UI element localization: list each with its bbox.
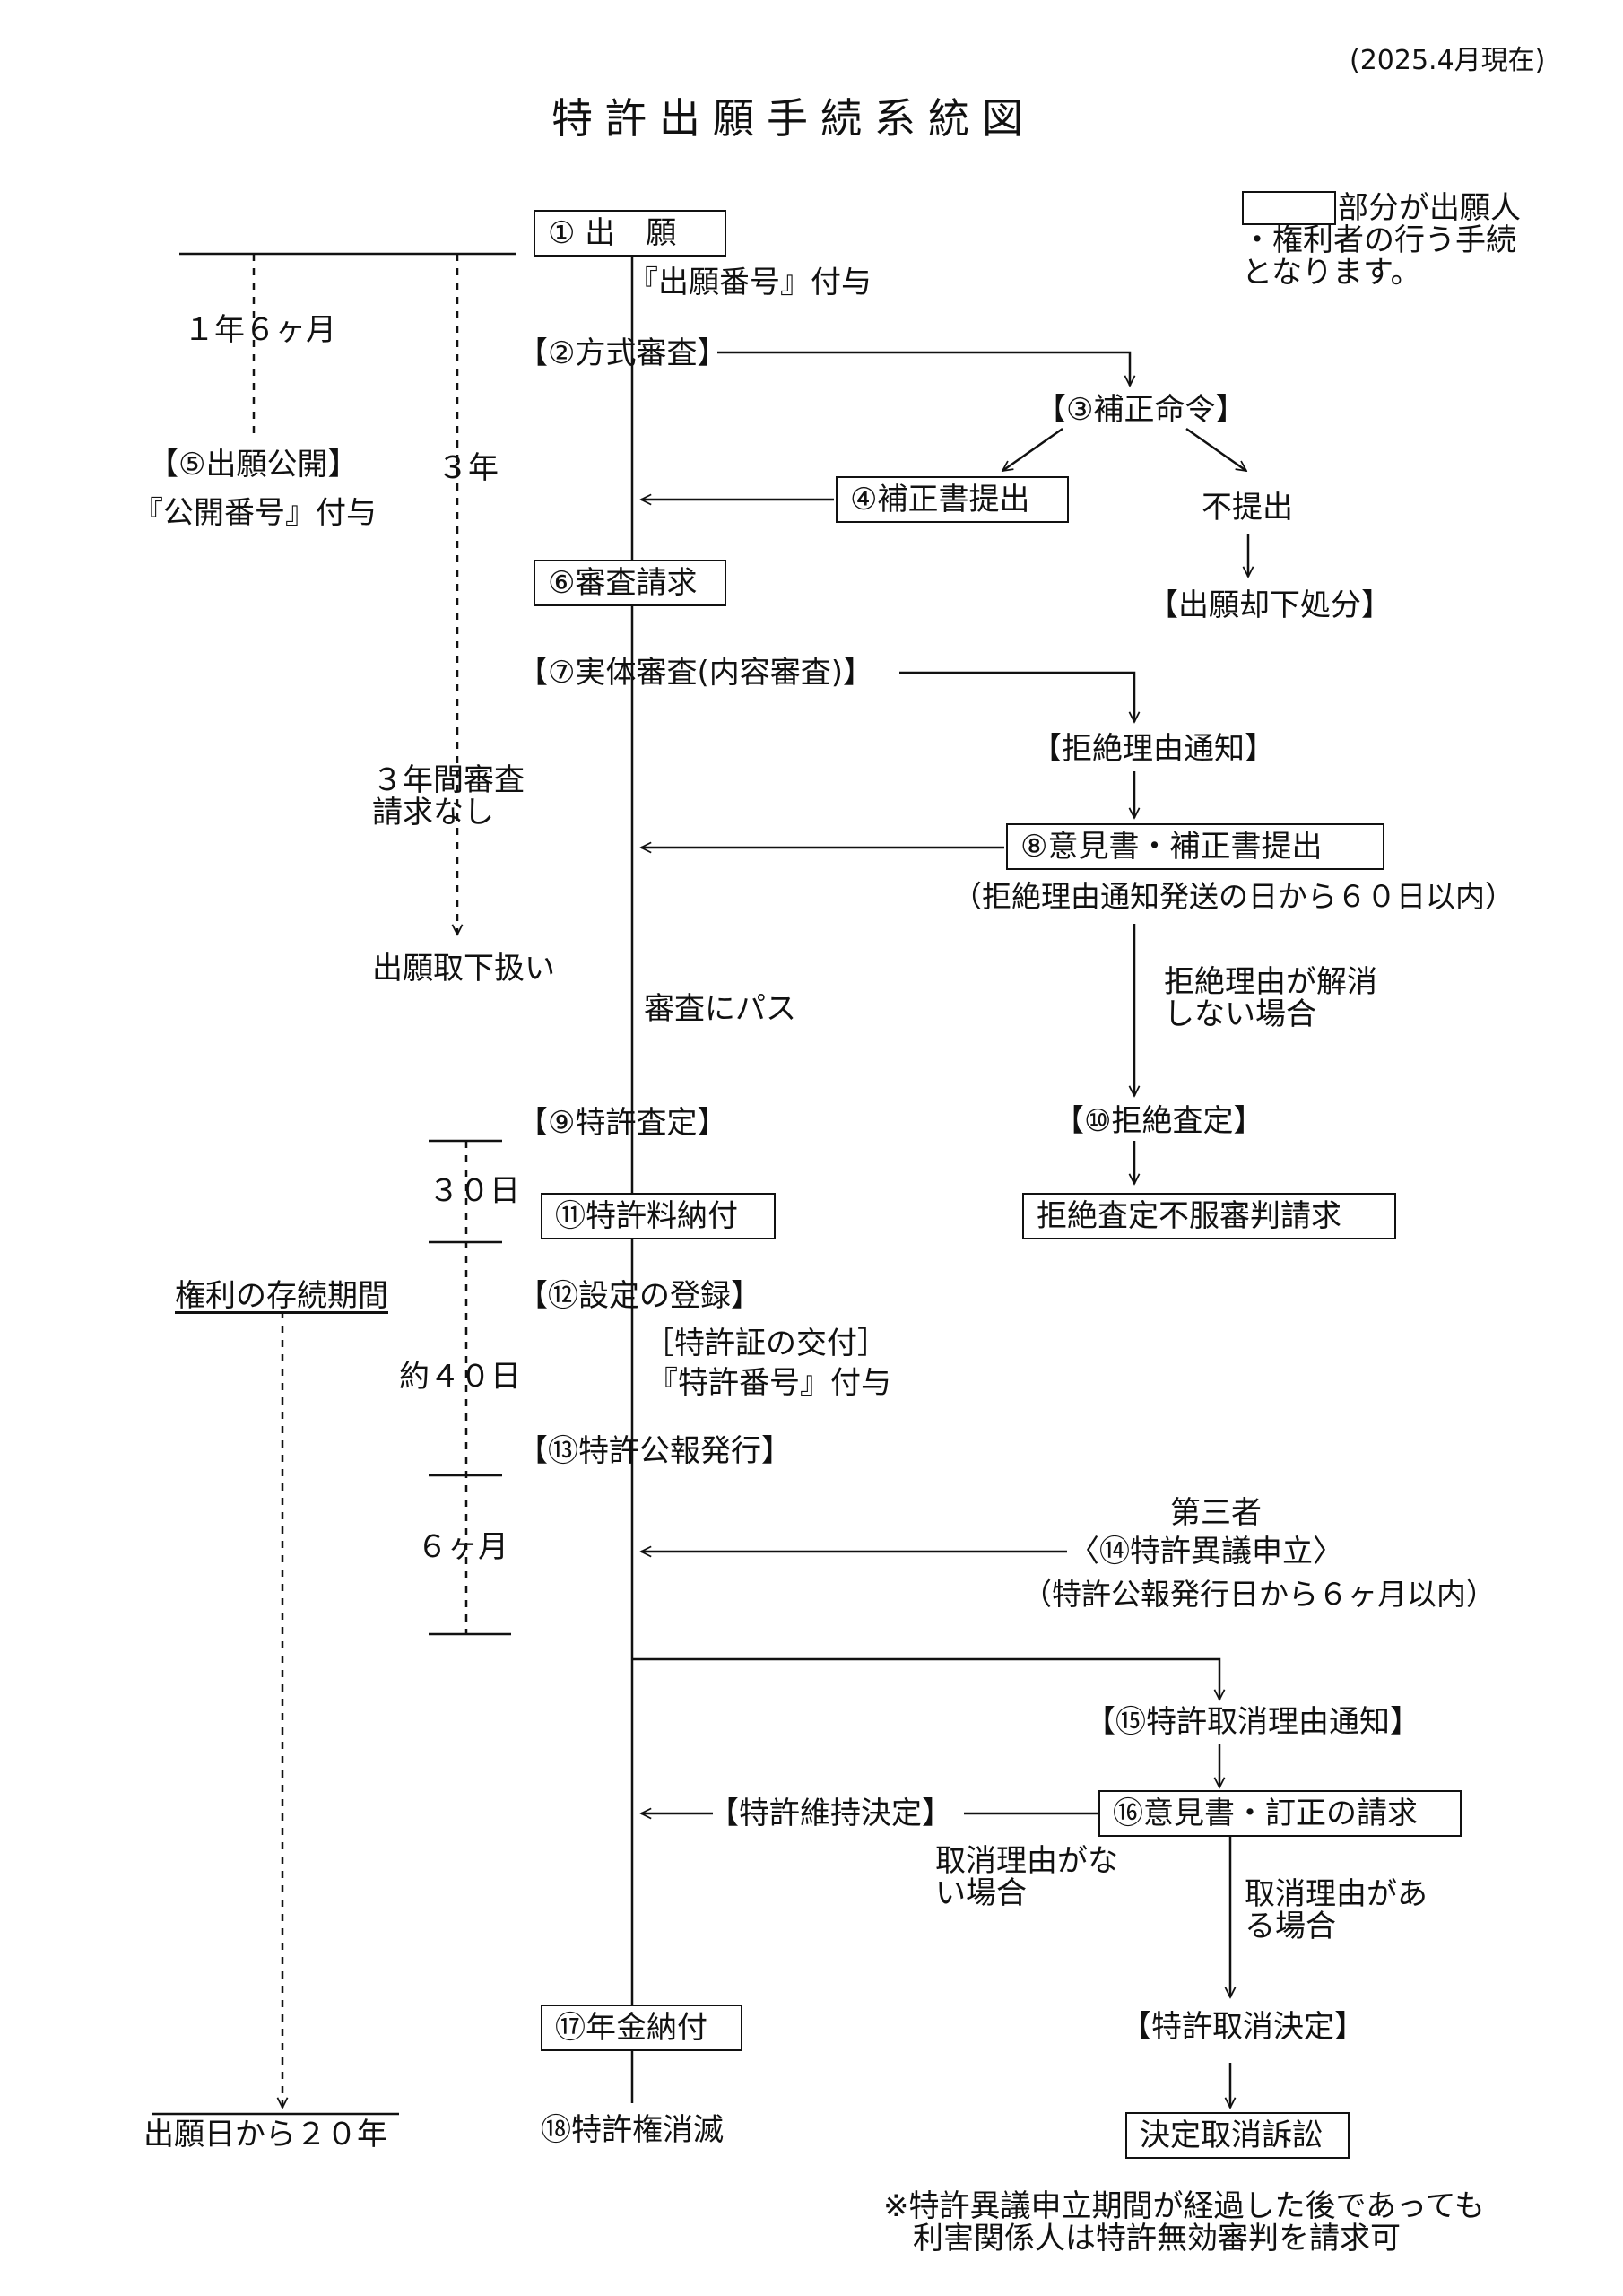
step-11-fee-payment: ⑪特許料納付 xyxy=(541,1193,776,1239)
date-note: (2025.4月現在) xyxy=(1350,45,1546,76)
footnote-1: ※特許異議申立期間が経過した後であっても xyxy=(883,2188,1485,2224)
step-7-substantive-exam: 【⑦実体審査(内容審査)】 xyxy=(517,655,874,691)
step-14-opposition: 〈⑭特許異議申立〉 xyxy=(1069,1534,1343,1570)
legend-box-sample xyxy=(1242,191,1336,225)
step-18-extinction: ⑱特許権消滅 xyxy=(541,2112,724,2148)
period-30d: ３０日 xyxy=(429,1173,520,1209)
withdrawn: 出願取下扱い xyxy=(372,951,555,987)
legend-line-1: 部分が出願人 xyxy=(1338,190,1521,226)
step-4-no-submit: 不提出 xyxy=(1202,490,1293,526)
step-6-exam-request: ⑥審査請求 xyxy=(534,560,726,606)
step-15-revocation-notice: 【⑮特許取消理由通知】 xyxy=(1085,1704,1420,1740)
arrow-s3-s4 xyxy=(1002,427,1063,471)
unresolved-1: 拒絶理由が解消 xyxy=(1164,964,1377,1000)
reason-1: 取消理由があ xyxy=(1245,1876,1428,1912)
arrow-s3-nosubmit xyxy=(1185,427,1246,471)
step-9-grant: 【⑨特許査定】 xyxy=(517,1105,728,1141)
period-3y: ３年 xyxy=(438,450,499,486)
legend-line-2: ・権利者の行う手続 xyxy=(1242,222,1516,258)
arrow-to-s15 xyxy=(632,1657,1219,1700)
step-5-publication: 【⑤出願公開】 xyxy=(148,447,359,483)
arrow-to-s3 xyxy=(717,351,1130,386)
step-5-note: 『公開番号』付与 xyxy=(133,495,377,531)
lawsuit: 決定取消訴訟 xyxy=(1125,2112,1350,2159)
step-2-formal-exam: 【②方式審査】 xyxy=(517,335,728,371)
exam-pass: 審査にパス xyxy=(644,991,796,1027)
step-10-final-rejection: 【⑩拒絶査定】 xyxy=(1054,1103,1264,1139)
step-12-number: 『特許番号』付与 xyxy=(647,1365,891,1401)
step-3-correction-order: 【③補正命令】 xyxy=(1036,392,1246,428)
step-8-note: （拒絶理由通知発送の日から６０日以内） xyxy=(952,879,1515,914)
maintain-decision: 【特許維持決定】 xyxy=(708,1796,952,1831)
step-8-opinion: ⑧意見書・補正書提出 xyxy=(1006,823,1384,870)
step-13-gazette: 【⑬特許公報発行】 xyxy=(517,1433,792,1469)
arrow-to-s7b xyxy=(899,671,1134,722)
end-20-years: 出願日から２０年 xyxy=(143,2117,387,2152)
step-4-rejection: 【出願却下処分】 xyxy=(1148,587,1392,623)
term-of-right: 権利の存続期間 xyxy=(175,1278,388,1314)
step-12-certificate: ［特許証の交付］ xyxy=(644,1326,888,1361)
no-request-1: ３年間審査 xyxy=(372,762,525,798)
period-6m: ６ヶ月 xyxy=(417,1529,508,1565)
no-reason-1: 取消理由がな xyxy=(935,1843,1118,1879)
period-18m: １年６ヶ月 xyxy=(184,312,336,348)
step-14-note: （特許公報発行日から６ヶ月以内） xyxy=(1022,1577,1496,1612)
third-party: 第三者 xyxy=(1170,1495,1262,1531)
unresolved-2: しない場合 xyxy=(1164,996,1316,1032)
reason-2: る場合 xyxy=(1245,1909,1336,1944)
step-7-rejection-notice: 【拒絶理由通知】 xyxy=(1031,731,1275,767)
step-12-registration: 【⑫設定の登録】 xyxy=(517,1278,761,1314)
step-1-filing: ① 出 願 xyxy=(534,210,726,257)
step-10-appeal: 拒絶査定不服審判請求 xyxy=(1022,1193,1396,1239)
step-1-note: 『出願番号』付与 xyxy=(628,265,872,300)
step-4-amendment: ④補正書提出 xyxy=(836,476,1069,523)
step-17-annuity: ⑰年金納付 xyxy=(541,2005,742,2051)
revoke-decision: 【特許取消決定】 xyxy=(1121,2009,1365,2045)
period-40d: 約４０日 xyxy=(399,1359,521,1395)
legend-line-3: となります。 xyxy=(1242,255,1421,291)
footnote-2: 利害関係人は特許無効審判を請求可 xyxy=(913,2221,1401,2257)
page-title: 特許出願手続系統図 xyxy=(551,94,1036,143)
no-reason-2: い場合 xyxy=(935,1875,1027,1911)
no-request-2: 請求なし xyxy=(372,795,494,831)
step-16-opinion-correction: ⑯意見書・訂正の請求 xyxy=(1098,1790,1462,1837)
